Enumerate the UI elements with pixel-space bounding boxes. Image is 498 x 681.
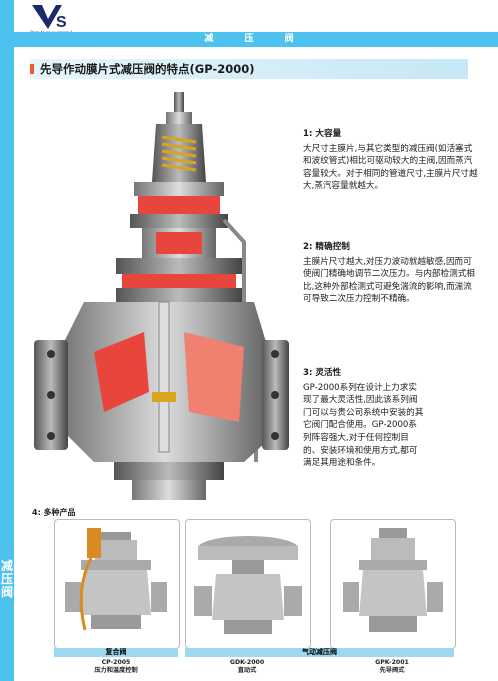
product-image-cp2005: [54, 519, 180, 649]
feature-body: GP-2000系列在设计上力求实现了最大灵活性,因此该系列阀门可以与贵公司系统中…: [303, 382, 424, 469]
page-title: 先导作动膜片式减压阀的特点(GP-2000): [40, 62, 255, 76]
product-desc: 压力和温度控制: [94, 667, 138, 674]
product-caption: GPK-2001 先导阀式: [337, 659, 447, 675]
products-heading: 4: 多种产品: [32, 508, 76, 517]
valve-gdk2000-image: [194, 536, 302, 634]
product-caption: CP-2005 压力和温度控制: [61, 659, 171, 675]
title-marker: [30, 64, 34, 74]
product-image-gpk2001: [330, 519, 456, 649]
svg-text:S: S: [56, 14, 67, 31]
feature-heading: 2: 精确控制: [303, 242, 350, 252]
product-desc: 先导阀式: [379, 667, 405, 674]
side-label: 减压阀: [0, 559, 13, 599]
feature-body: 大尺寸主膜片,与其它类型的减压阀(如活塞式和波纹管式)相比可驱动较大的主阀,因而…: [303, 143, 478, 192]
product-model: GDK-2000: [229, 659, 265, 666]
group-label-pneumatic: 气动减压阀: [185, 648, 454, 657]
feature-body: 主膜片尺寸越大,对压力波动就越敏感,因而可使阀门精确地调节二次压力。与内部检测式…: [303, 256, 475, 305]
feature-capacity: 1: 大容量 大尺寸主膜片,与其它类型的减压阀(如活塞式和波纹管式)相比可驱动较…: [303, 128, 478, 193]
brand-logo: S: [32, 5, 67, 31]
product-model: GPK-2001: [375, 659, 409, 666]
valve-gpk2001-image: [343, 528, 443, 632]
feature-heading: 3: 灵活性: [303, 368, 342, 378]
valve-cutaway-illustration: [34, 92, 289, 500]
product-image-gdk2000: [185, 519, 311, 649]
group-label-composite: 复合阀: [54, 648, 178, 657]
feature-heading: 1: 大容量: [303, 129, 342, 139]
side-strip: [0, 0, 14, 681]
product-model: CP-2005: [101, 659, 131, 666]
section-header: 减 压 阀: [14, 32, 498, 47]
valve-cp2005-image: [65, 528, 167, 631]
product-desc: 直动式: [237, 667, 257, 674]
title-bar: 先导作动膜片式减压阀的特点(GP-2000): [30, 59, 468, 79]
feature-precision: 2: 精确控制 主膜片尺寸越大,对压力波动就越敏感,因而可使阀门精确地调节二次压…: [303, 241, 478, 306]
product-caption: GDK-2000 直动式: [192, 659, 302, 675]
feature-flexibility: 3: 灵活性 GP-2000系列在设计上力求实现了最大灵活性,因此该系列阀门可以…: [303, 367, 425, 470]
